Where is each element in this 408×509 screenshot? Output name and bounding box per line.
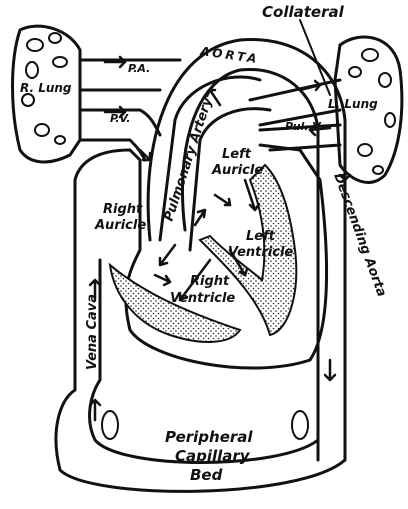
label-capillary: Capillary	[175, 447, 251, 465]
capillary-loop-right	[292, 411, 308, 439]
label-left-ventricle-2: Ventricle	[228, 245, 293, 260]
label-right-ventricle-1: Right	[190, 274, 230, 289]
capillary-loop-left	[102, 411, 118, 439]
label-left-auricle-2: Auricle	[211, 163, 263, 178]
label-pa: P.A.	[128, 62, 150, 75]
label-pul-v: Pul. V.	[285, 120, 323, 133]
label-r-lung: R. Lung	[20, 81, 72, 95]
label-right-ventricle-2: Ventricle	[170, 291, 235, 306]
label-left-auricle-1: Left	[222, 147, 252, 162]
collateral-pointer	[300, 20, 330, 95]
label-descending-aorta: Descending Aorta	[330, 171, 389, 299]
left-pa-top	[250, 80, 340, 100]
label-collateral: Collateral	[262, 3, 345, 21]
label-peripheral: Peripheral	[165, 428, 253, 446]
label-pv: P.V.	[110, 112, 130, 125]
label-l-lung: L. Lung	[328, 97, 378, 111]
label-right-auricle-1: Right	[103, 202, 143, 217]
label-bed: Bed	[190, 466, 223, 484]
label-aorta: AORTA	[199, 44, 261, 66]
label-vena-cava: Vena Cava	[85, 294, 100, 370]
label-right-auricle-2: Auricle	[94, 218, 146, 233]
label-left-ventricle-1: Left	[246, 229, 276, 244]
